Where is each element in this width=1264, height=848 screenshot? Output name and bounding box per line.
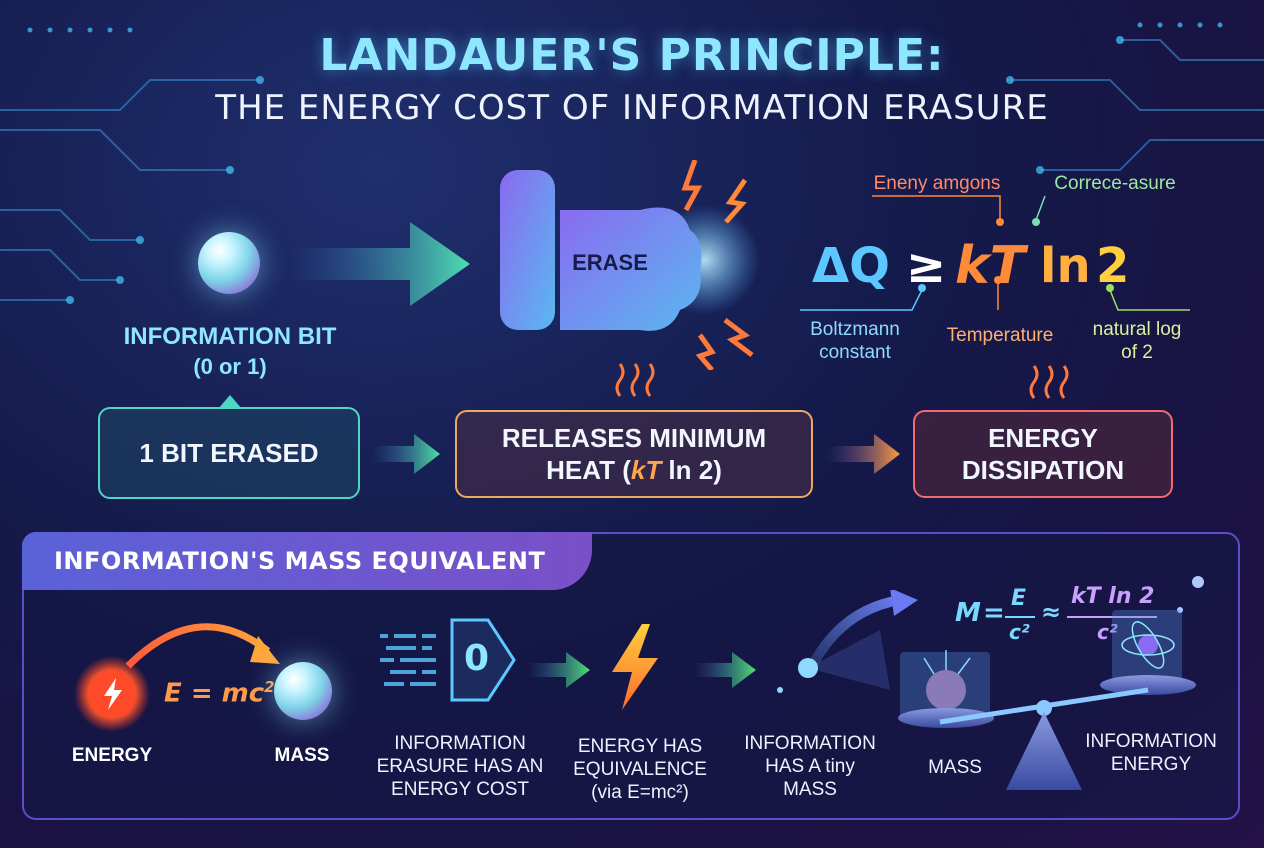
annotation-natural-log: natural log	[1092, 319, 1182, 340]
releases-heat-line1: RELEASES MINIMUM	[501, 423, 767, 453]
equation-geq: ≥	[906, 238, 947, 294]
information-bit-label: INFORMATION BIT	[123, 323, 337, 350]
energy-bolt-icon	[74, 656, 150, 732]
arrow-right-icon	[372, 434, 440, 474]
equation-delta-q: ΔQ	[812, 238, 890, 294]
data-erasure-icon	[380, 618, 516, 702]
zero-digit: 0	[464, 638, 490, 679]
panel-title: INFORMATION'S MASS EQUIVALENT	[22, 532, 592, 590]
caption-equivalence-2: EQUIVALENCE	[573, 759, 707, 780]
erase-hand-icon	[500, 160, 760, 370]
scale-info-label-1: INFORMATION	[1085, 731, 1217, 752]
arrow-right-icon	[826, 434, 900, 474]
emc2-label: E = mc2	[164, 678, 275, 709]
scale-info-label-2: ENERGY	[1110, 754, 1192, 775]
caption-equivalence-3: (via E=mc²)	[591, 782, 689, 803]
scale-mass-label: MASS	[928, 757, 982, 778]
equation-ln: ln	[1040, 238, 1091, 294]
heat-waves-icon	[615, 363, 655, 397]
caption-erasure-3: ENERGY COST	[391, 779, 529, 800]
caption-erasure-2: ERASURE HAS AN	[376, 756, 544, 777]
annotation-natural-log-2: of 2	[1121, 342, 1153, 363]
main-title: LANDAUER'S PRINCIPLE:	[319, 30, 945, 81]
arrow-right-icon	[528, 652, 590, 688]
information-bit-orb	[198, 232, 260, 294]
balance-scale-icon	[898, 576, 1204, 790]
pointer-up-icon	[218, 395, 242, 409]
mass-formula: M = E c² ≈ kT ln 2 c²	[955, 584, 1170, 652]
arrow-to-erase-icon	[290, 222, 470, 306]
information-bit-sublabel: (0 or 1)	[193, 354, 267, 379]
energy-dissipation-line1: ENERGY	[988, 423, 1098, 453]
caption-erasure-1: INFORMATION	[394, 733, 526, 754]
caption-equivalence-1: ENERGY HAS	[577, 736, 703, 757]
caption-tiny-mass-1: INFORMATION	[744, 733, 876, 754]
annotation-boltzmann-2: constant	[819, 342, 891, 363]
equation-two: 2	[1096, 238, 1130, 294]
annotation-temperature: Temperature	[946, 325, 1054, 346]
arrow-right-icon	[694, 652, 756, 688]
curved-arrow-icon	[125, 623, 280, 669]
equation-kt: kT	[955, 236, 1026, 296]
releases-heat-box: RELEASES MINIMUM HEAT (kT ln 2)	[455, 410, 813, 498]
bit-erased-box: 1 BIT ERASED	[98, 407, 360, 499]
equation-leader-lines	[800, 195, 1190, 311]
energy-label: ENERGY	[71, 745, 153, 766]
heat-waves-icon	[1029, 365, 1069, 399]
caption-tiny-mass-3: MASS	[783, 779, 837, 800]
tiny-mass-icon	[777, 590, 918, 693]
annotation-top-right: Correce-asure	[1054, 173, 1176, 194]
annotation-boltzmann: Boltzmann	[810, 319, 900, 340]
mass-orb	[274, 662, 332, 720]
energy-dissipation-box: ENERGY DISSIPATION	[913, 410, 1173, 498]
annotation-top-left: Eneny amgons	[873, 173, 1001, 194]
main-subtitle: THE ENERGY COST OF INFORMATION ERASURE	[215, 88, 1049, 128]
mass-label: MASS	[274, 745, 330, 766]
lightning-bolt-icon	[612, 624, 658, 710]
releases-heat-line2: HEAT (kT ln 2)	[546, 455, 722, 485]
erase-label: ERASE	[572, 250, 648, 275]
energy-dissipation-line2: DISSIPATION	[961, 455, 1125, 485]
caption-tiny-mass-2: HAS A tiny	[765, 756, 855, 777]
